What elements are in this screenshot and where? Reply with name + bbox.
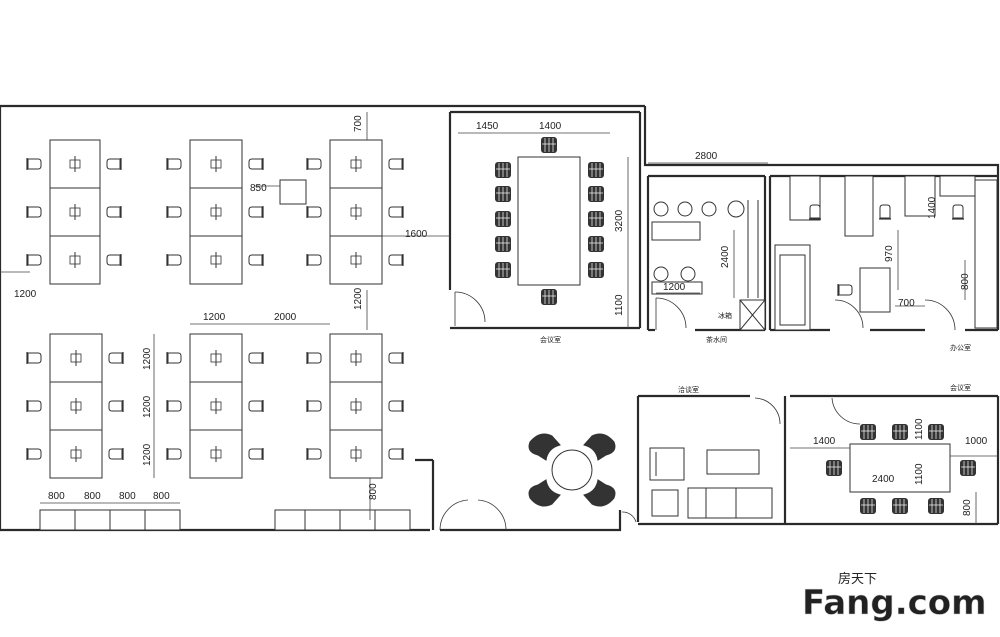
dim-850: 850 (250, 183, 267, 194)
dim-1200-col: 1200 (203, 312, 226, 323)
dim-1200-v: 1200 (353, 287, 364, 310)
dim-800-a: 800 (48, 491, 65, 502)
dim-1400-meet2: 1400 (813, 436, 836, 447)
dim-1600: 1600 (405, 229, 428, 240)
dim-1100-meet2b: 1100 (914, 463, 925, 485)
watermark: 房天下 Fang.com (802, 571, 987, 623)
dim-2800: 2800 (695, 151, 718, 162)
dim-1100-right: 1100 (614, 294, 625, 316)
dimension-lines (0, 112, 998, 524)
watermark-brand: Fang.com (802, 583, 987, 623)
storage-cabinets (39, 509, 411, 531)
dim-800-v: 800 (368, 483, 379, 500)
doors (439, 291, 956, 531)
negotiation-room-furniture (649, 447, 773, 519)
workstations (49, 139, 383, 479)
room-label-meeting-room-2: 会议室 (950, 383, 971, 392)
dim-1200-row2: 1200 (142, 395, 153, 418)
meeting-room-1-furniture (494, 136, 605, 306)
dim-1400-office: 1400 (927, 196, 938, 219)
dim-800-meet2: 800 (962, 499, 973, 516)
room-label-meeting-room-1: 会议室 (540, 335, 561, 344)
dim-970: 970 (884, 245, 895, 262)
room-label-negotiation: 洽谈室 (678, 385, 699, 394)
office-furniture (774, 175, 998, 331)
dim-2000: 2000 (274, 312, 297, 323)
walls (0, 104, 1000, 532)
dim-1200-left: 1200 (14, 289, 37, 300)
dim-1400-top: 1400 (539, 121, 562, 132)
dim-800-b: 800 (84, 491, 101, 502)
dim-2400-meet2: 2400 (872, 474, 895, 485)
dim-1200-row3: 1200 (142, 443, 153, 466)
lounge-table (528, 433, 616, 507)
dim-800-c: 800 (119, 491, 136, 502)
dim-700: 700 (353, 115, 364, 132)
room-label-tea-room: 茶水间 (706, 335, 727, 344)
room-label-office: 办公室 (950, 343, 971, 352)
dim-1000: 1000 (965, 436, 988, 447)
watermark-cn: 房天下 (838, 571, 877, 587)
meeting-room-2-furniture (825, 423, 977, 515)
dim-2400-tea: 2400 (720, 245, 731, 268)
dim-1100-meet2a: 1100 (914, 418, 925, 440)
dim-800-d: 800 (153, 491, 170, 502)
dim-1200-row1: 1200 (142, 347, 153, 370)
dim-700-office: 700 (898, 298, 915, 309)
dim-1450: 1450 (476, 121, 499, 132)
dim-1200-tea: 1200 (663, 282, 686, 293)
room-label-fridge: 冰箱 (718, 311, 732, 320)
tea-room-furniture (651, 200, 766, 331)
dim-3200: 3200 (614, 209, 625, 232)
dim-800-office: 800 (960, 273, 971, 290)
